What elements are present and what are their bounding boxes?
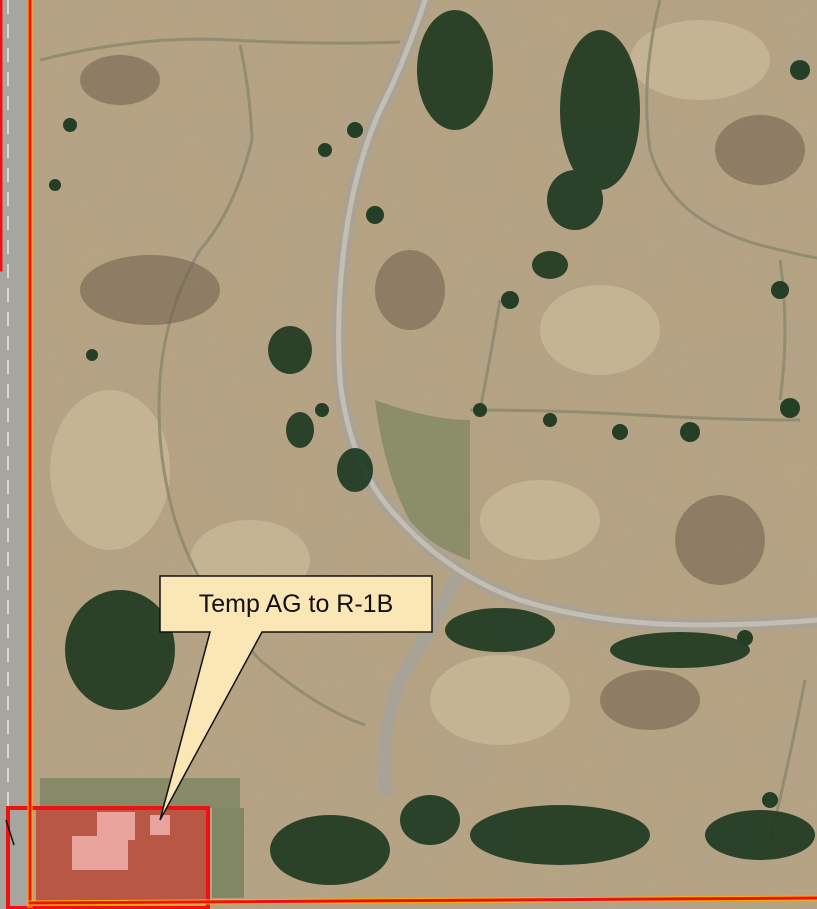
leader-tick xyxy=(5,819,15,846)
grass-strip xyxy=(40,778,240,808)
rezoning-parcel-outline xyxy=(6,806,210,909)
callout-balloon xyxy=(159,575,433,821)
house xyxy=(72,812,170,870)
tree-clusters xyxy=(65,10,815,885)
single-trees xyxy=(49,60,810,808)
trails xyxy=(39,0,817,841)
grass-strip-right xyxy=(212,808,244,898)
highway xyxy=(0,0,26,909)
clearings xyxy=(50,20,770,745)
grass-area xyxy=(375,400,470,560)
bare-trees xyxy=(80,55,805,730)
